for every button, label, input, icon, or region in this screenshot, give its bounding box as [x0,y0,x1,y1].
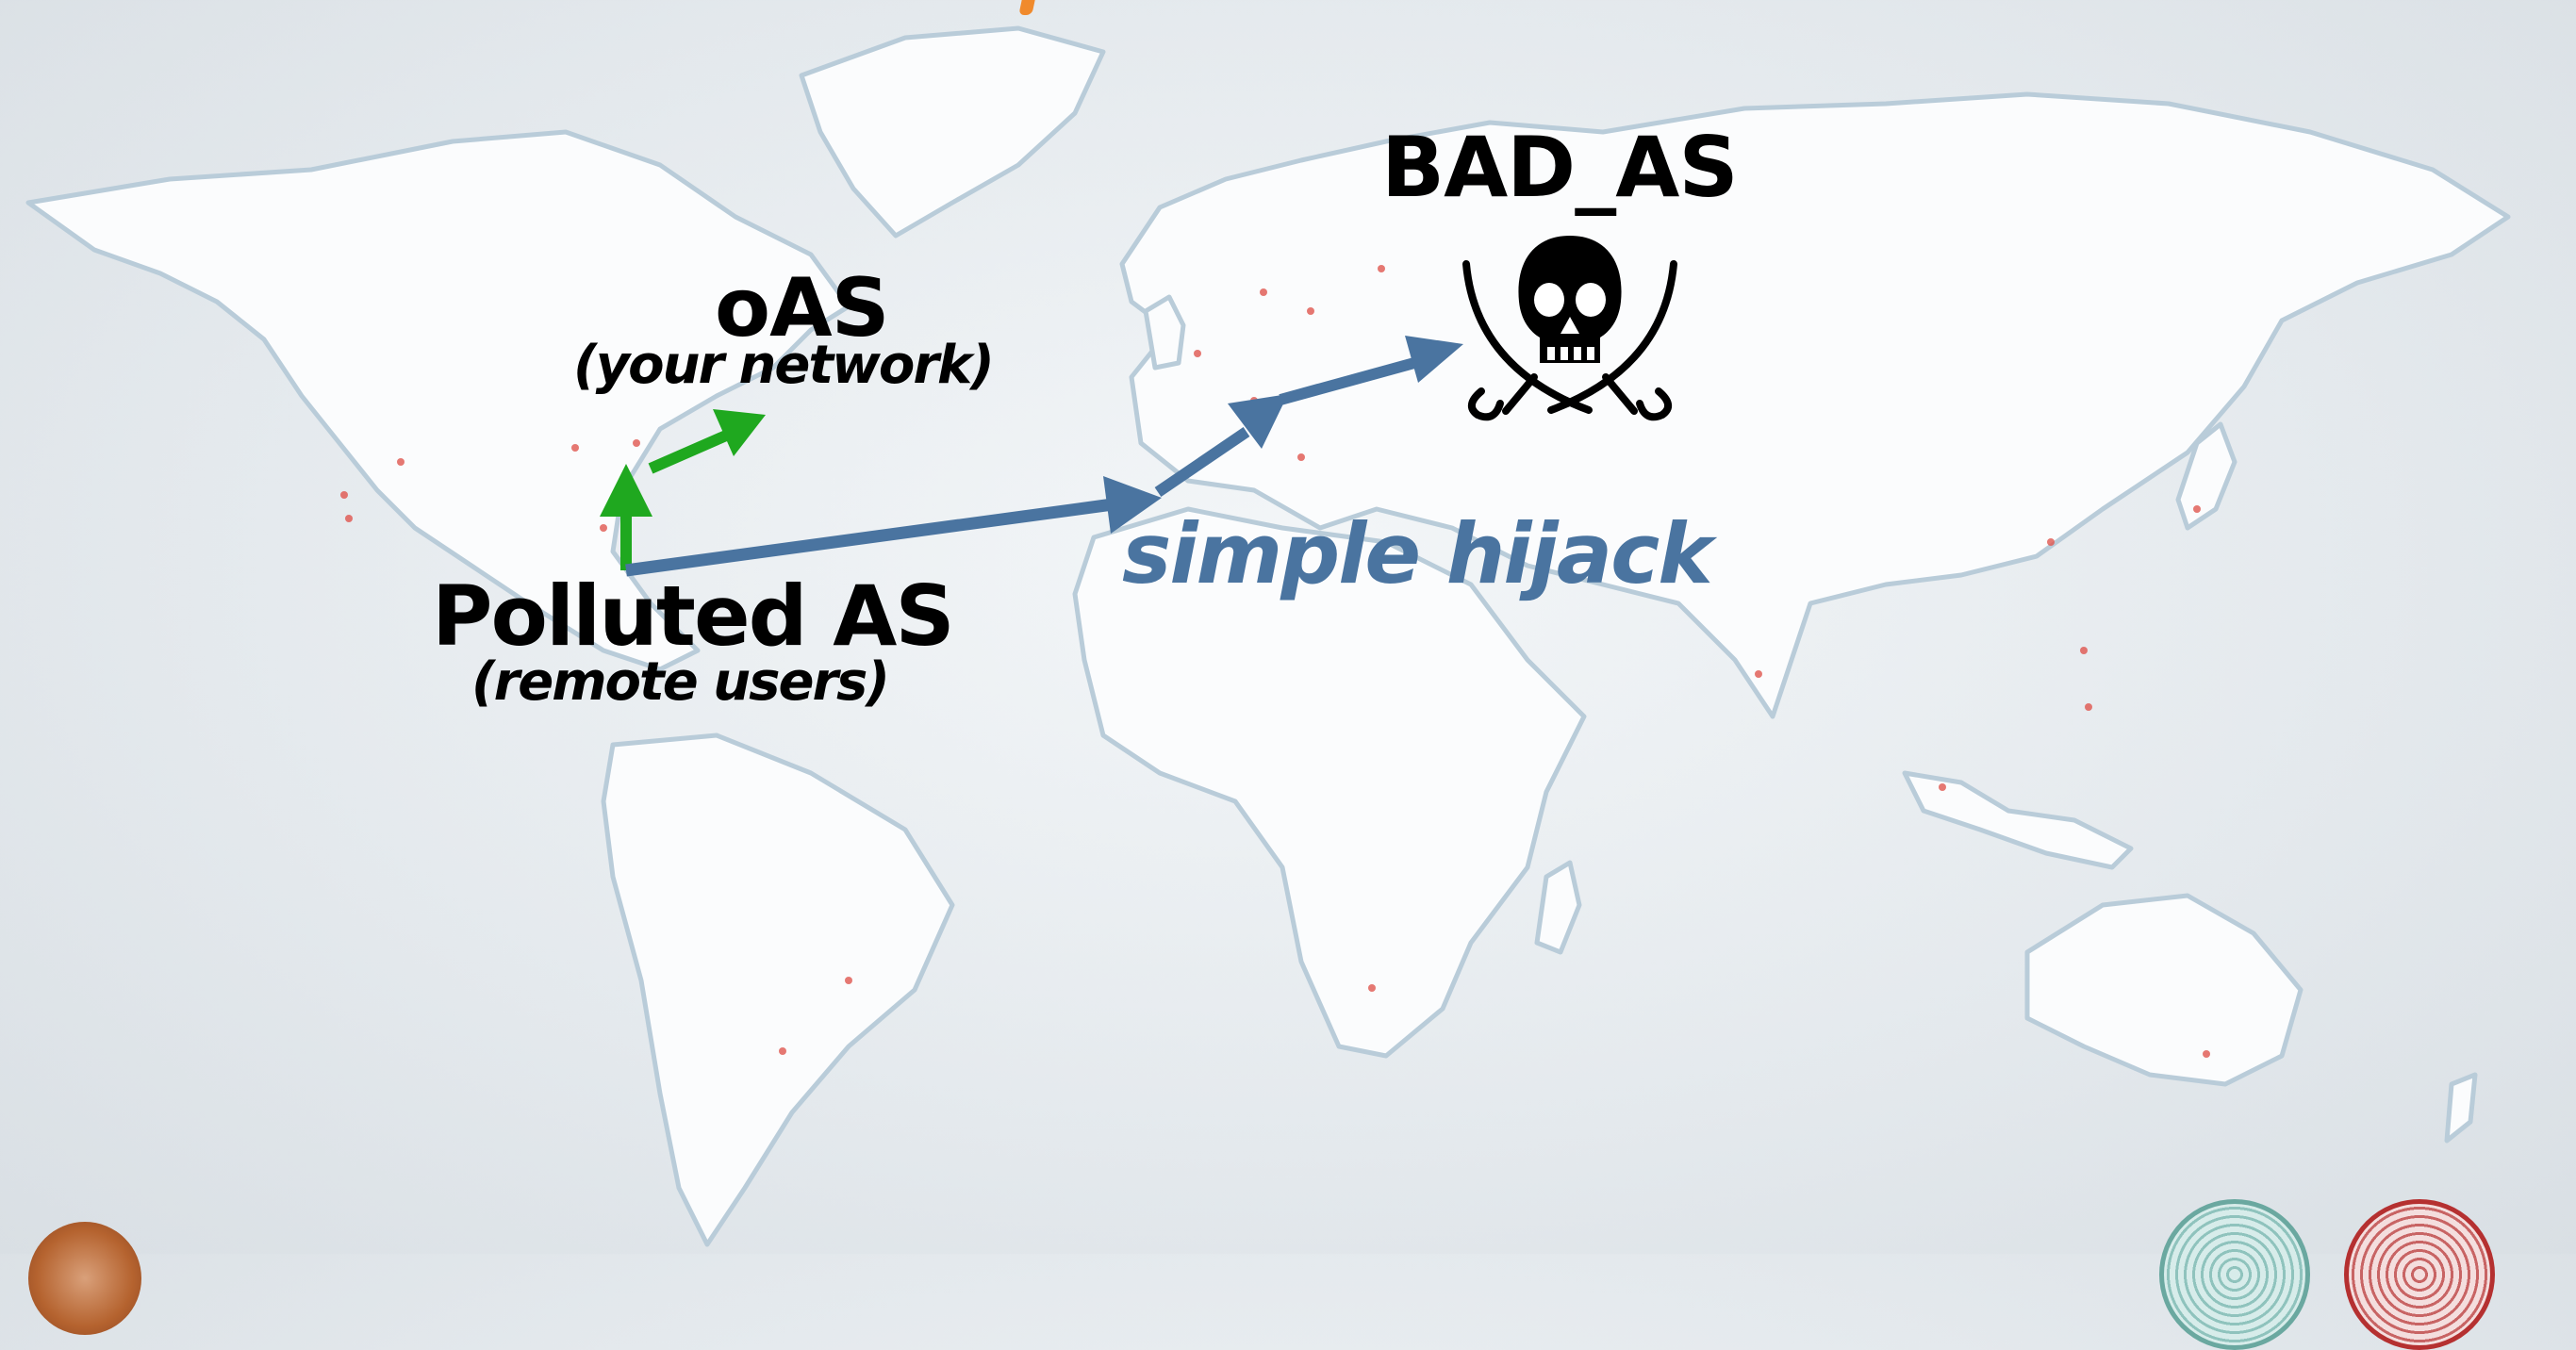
university-seal-red [2344,1199,2495,1350]
world-map [25,25,2511,1247]
hijack-arrowhead [1405,336,1463,383]
city-dot [1194,350,1201,357]
hijack-path-line [625,498,1114,577]
hijack-path-line [1279,357,1416,405]
city-dot [600,524,607,532]
legit-arrowhead-up [600,464,652,517]
polluted-as-title: Polluted AS [432,568,955,665]
city-dot [779,1047,786,1055]
city-dots [340,265,2210,1058]
legit-path-line-to-oas [648,430,729,474]
city-dot [845,977,852,984]
slide: BAD_AS oAS (your network) Polluted AS (r… [25,0,2511,1350]
japan-landmass [2175,421,2237,531]
institute-seal-teal [2159,1199,2310,1350]
madagascar-landmass [1534,860,1582,955]
hijack-path-line [1154,427,1250,497]
africa-landmass [1072,506,1587,1059]
city-dot [2203,1050,2210,1058]
city-dot [571,444,579,452]
city-dot [1297,453,1305,461]
hijack-path [625,336,1463,577]
origin-as-title: oAS [715,261,890,355]
city-dot [1368,984,1376,992]
city-dot [2193,505,2201,513]
legit-path [600,409,766,570]
australia-landmass [2024,893,2304,1087]
bad-as-title: BAD_AS [1381,119,1739,216]
city-dot [1378,265,1385,272]
city-dot [340,491,348,499]
origin-as-subtitle: (your network) [573,335,995,396]
polluted-as-subtitle: (remote users) [471,651,890,713]
routing-arrows [600,336,1463,577]
city-dot [397,458,405,466]
greenland-landmass [799,25,1106,239]
hijack-path-label: simple hijack [1122,505,1713,602]
south-america-landmass [601,733,955,1247]
legit-arrowhead-to-oas [713,409,766,456]
city-dot [1939,783,1946,791]
city-dot [1755,670,1762,678]
city-dot [1307,307,1314,315]
indonesia-landmass [1902,770,2134,870]
city-dot [1260,288,1267,296]
city-dot [2085,703,2092,711]
university-seal-left [28,1222,141,1335]
city-dot [633,439,640,447]
city-dot [2080,647,2088,654]
eurasia-landmass [1119,91,2511,719]
city-dot [345,515,353,522]
uk-landmass [1143,294,1186,370]
skull-crossed-swords-icon [1462,236,1677,421]
hijack-arrowhead [1103,476,1162,534]
city-dot [2047,538,2055,546]
north-america-landmass [25,129,851,672]
new-zealand-landmass [2444,1072,2478,1144]
hijack-arrowhead [1228,394,1288,449]
